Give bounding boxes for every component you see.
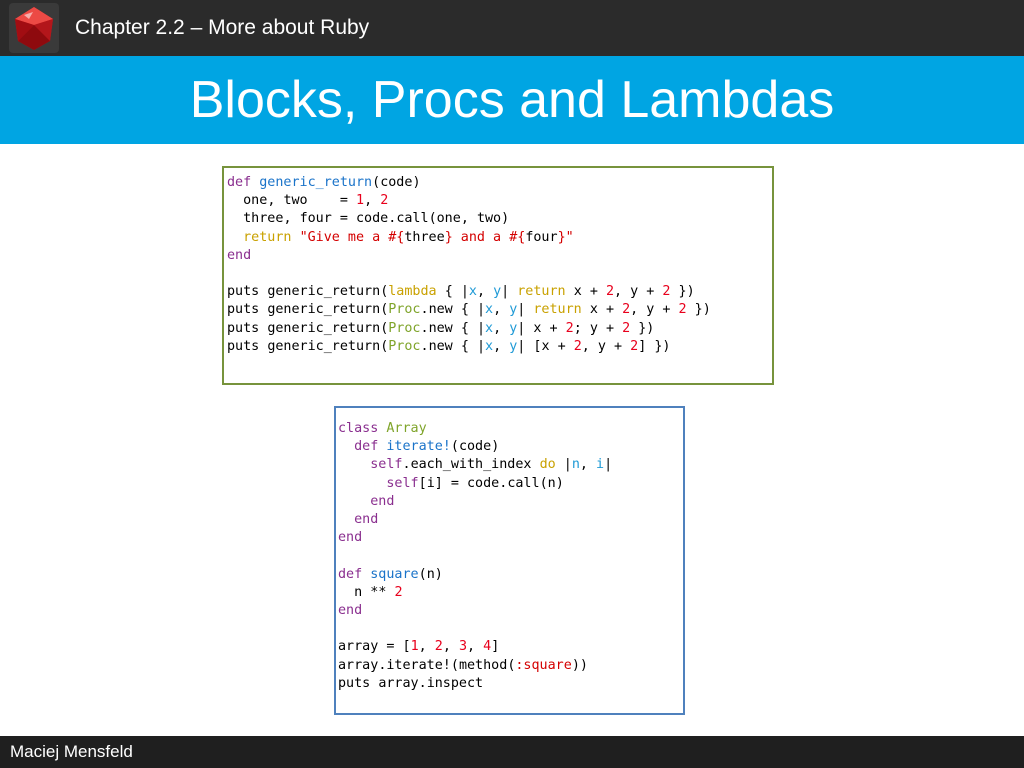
code-line: end <box>354 512 379 528</box>
code-line: end <box>227 247 252 263</box>
chapter-heading: Chapter 2.2 – More about Ruby <box>75 16 370 39</box>
code-line: n ** 2 <box>354 584 403 600</box>
code-line: return "Give me a #{three} and a #{four}… <box>243 229 574 245</box>
code-line: puts generic_return(Proc.new { |x, y| x … <box>227 320 655 336</box>
code-line: self.each_with_index do |n, i| <box>370 457 613 473</box>
code-line: puts generic_return(lambda { |x, y| retu… <box>227 284 695 300</box>
code-line: array = [1, 2, 3, 4] <box>338 639 500 655</box>
code-line: three, four = code.call(one, two) <box>243 211 510 227</box>
footer-bar <box>0 736 1024 768</box>
code-line: def iterate!(code) <box>354 439 500 455</box>
code-line: def square(n) <box>338 566 443 582</box>
code-line: end <box>370 493 395 509</box>
code-line: def generic_return(code) <box>227 175 421 190</box>
slide-title: Blocks, Procs and Lambdas <box>189 71 835 129</box>
header-bar <box>0 0 1024 56</box>
code-line: puts generic_return(Proc.new { |x, y| [x… <box>227 338 671 354</box>
code-line: puts array.inspect <box>338 675 484 691</box>
code-line: puts generic_return(Proc.new { |x, y| re… <box>227 302 711 318</box>
ruby-gem-icon <box>9 3 59 53</box>
title-bar <box>0 56 1024 144</box>
code-block-generic-return: def generic_return(code) one, two = 1, 2… <box>222 166 774 385</box>
code-line: array.iterate!(method(:square)) <box>338 657 588 673</box>
code-line: one, two = 1, 2 <box>243 193 389 209</box>
code-block-array-iterate: class Array def iterate!(code) self.each… <box>334 406 685 715</box>
author-name: Maciej Mensfeld <box>10 742 133 761</box>
code-line: end <box>338 603 363 619</box>
code-line: self[i] = code.call(n) <box>386 475 564 491</box>
code-line: end <box>338 530 363 546</box>
code-line: class Array <box>338 421 427 436</box>
